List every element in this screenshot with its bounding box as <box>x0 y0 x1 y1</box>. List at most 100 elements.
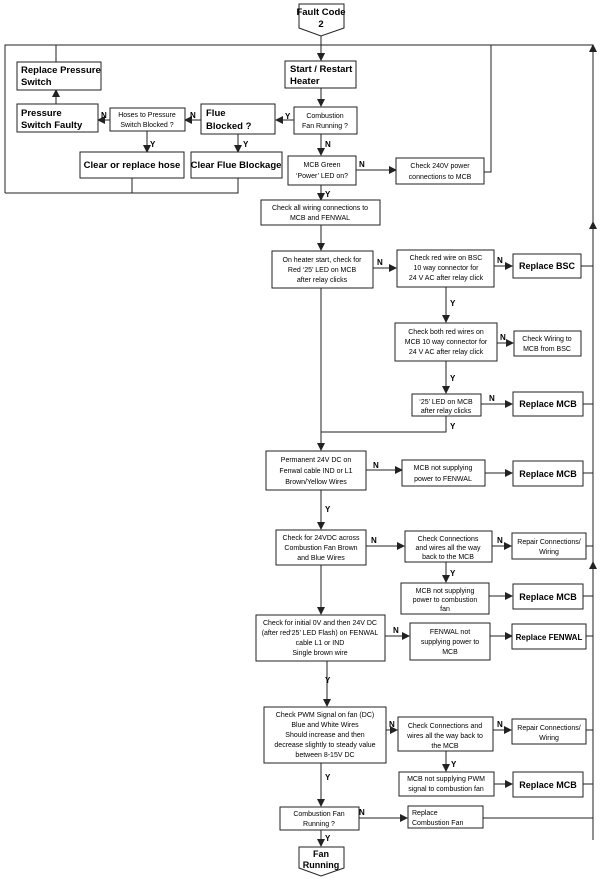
edge-label-n-both-wiring: N <box>500 333 506 342</box>
replace-mcb-node-2: Replace MCB <box>512 460 584 487</box>
fan-running-label-1: Fan <box>313 849 329 859</box>
check-wiring-bsc-node: Check Wiring to MCB from BSC <box>513 330 582 357</box>
24vdc-label-2: Combustion Fan Brown <box>284 545 357 552</box>
edge-label-n-red-bsc: N <box>497 256 503 265</box>
fenwal-not-supplying-node: FENWAL not supplying power to MCB <box>409 622 491 661</box>
start-label-2: Heater <box>290 76 320 87</box>
edge-label-n-24vdc: N <box>371 536 377 545</box>
check-wiring-label-2: MCB and FENWAL <box>290 215 350 222</box>
edge-label-y-conn2: Y <box>451 760 457 769</box>
check-connections-node-1: Check Connections and wires all the way … <box>404 530 493 563</box>
replace-ps-label-1: Replace Pressure <box>21 65 101 76</box>
edge-label-n-pwm: N <box>389 720 395 729</box>
mcb-not-fan-node: MCB not supplying power to combustion fa… <box>400 582 490 615</box>
red-wire-label-3: 24 V AC after relay click <box>409 275 484 282</box>
pwm-label-1: Check PWM Signal on fan (DC) <box>276 712 374 719</box>
replace-fan-label-1: Replace <box>412 810 438 817</box>
replace-fenwal-node: Replace FENWAL <box>511 623 587 650</box>
edge-label-n-comb-mcb: N <box>325 140 331 149</box>
replace-combustion-fan-node: Replace Combustion Fan <box>407 805 484 829</box>
permanent-24v-node: Permanent 24V DC on Fenwal cable IND or … <box>265 450 367 491</box>
fan-running-label-2: Running <box>303 860 340 870</box>
replace-mcb-label-1: Replace MCB <box>519 399 577 409</box>
repair1-label-2: Wiring <box>539 549 559 556</box>
repair2-label-2: Wiring <box>539 735 559 742</box>
fenwalnot-label-3: MCB <box>442 649 458 656</box>
notfan-label-1: MCB not supplying <box>416 588 475 595</box>
edge-label-n-perm: N <box>373 461 379 470</box>
ps-faulty-label-1: Pressure <box>21 108 62 119</box>
edge-label-y-hoses-clear: Y <box>150 140 156 149</box>
pressure-switch-faulty-node: Pressure Switch Faulty <box>16 103 99 133</box>
hoses-label-1: Hoses to Pressure <box>118 112 176 119</box>
mcb-not-fenwal-node: MCB not supplying power to FENWAL <box>401 459 486 487</box>
conn2-label-1: Check Connections and <box>408 723 482 730</box>
replace-mcb-node-3: Replace MCB <box>512 583 584 610</box>
both-red-label-2: MCB 10 way connector for <box>405 339 488 346</box>
fan-running-end-node: Fan Running <box>298 846 345 877</box>
edge-label-n-fan2: N <box>359 808 365 817</box>
notpwm-label-1: MCB not supplying PWM <box>407 776 485 783</box>
notfan-label-2: power to combustion <box>413 597 478 604</box>
combustion-fan-running-node-2: Combustion Fan Running ? <box>279 806 360 831</box>
heater-start-label-3: after relay clicks <box>297 277 348 284</box>
edge-label-y-comb-flue: Y <box>285 112 291 121</box>
replace-ps-label-2: Switch <box>21 77 52 88</box>
both-red-label-3: 24 V AC after relay click <box>409 349 484 356</box>
replace-mcb-label-3: Replace MCB <box>519 592 577 602</box>
edge-label-n-flue-hoses: N <box>190 111 196 120</box>
replace-pressure-switch-node: Replace Pressure Switch <box>16 61 102 91</box>
edge-led-yes <box>321 416 447 433</box>
edge-label-y-mcb-wiring: Y <box>325 190 331 199</box>
heater-start-label-2: Red ‘25’ LED on MCB <box>288 267 357 274</box>
flue-blocked-node: Flue Blocked ? <box>200 103 276 135</box>
wiring-bsc-label-2: MCB from BSC <box>523 346 571 353</box>
hoses-label-2: Switch Blocked ? <box>120 122 173 129</box>
pwm-label-5: between 8-15V DC <box>295 752 354 759</box>
red-wire-label-2: 10 way connector for <box>414 265 480 272</box>
repair-connections-node-1: Repair Connections/ Wiring <box>511 532 587 560</box>
pwm-label-4: decrease slightly to steady value <box>274 742 375 749</box>
conn1-label-1: Check Connections <box>418 536 479 543</box>
check-connections-node-2: Check Connections and wires all the way … <box>397 716 494 752</box>
fan2-label-2: Running ? <box>303 821 335 828</box>
comb-label-2: Fan Running ? <box>302 123 348 130</box>
notfan-label-3: fan <box>440 606 450 613</box>
notpwm-label-2: signal to combustion fan <box>408 786 484 793</box>
edge-label-n-conn2: N <box>497 720 503 729</box>
conn1-label-2: and wires all the way <box>416 545 481 552</box>
check-240-label-2: connections to MCB <box>409 174 472 181</box>
heater-start-label-1: On heater start, check for <box>283 257 363 264</box>
fault-code-label-2: 2 <box>318 19 323 30</box>
check-all-wiring-node: Check all wiring connections to MCB and … <box>260 199 381 226</box>
mcb-green-led-node: MCB Green ‘Power’ LED on? <box>287 155 357 186</box>
check-red-wire-bsc-node: Check red wire on BSC 10 way connector f… <box>396 249 495 288</box>
connectors <box>4 30 597 847</box>
edge-label-y-flue-clear: Y <box>243 140 249 149</box>
conn2-label-2: wires all the way back to <box>406 733 483 740</box>
replace-mcb-label-2: Replace MCB <box>519 469 577 479</box>
replace-bsc-label: Replace BSC <box>519 261 576 271</box>
check-240v-node: Check 240V power connections to MCB <box>395 157 485 185</box>
flue-label-2: Blocked ? <box>206 121 252 132</box>
fenwalnot-label-1: FENWAL not <box>430 629 470 636</box>
replace-bsc-node: Replace BSC <box>512 253 582 279</box>
replace-mcb-node-4: Replace MCB <box>512 771 584 798</box>
pwm-label-3: Should increase and then <box>285 732 364 739</box>
repair1-label-1: Repair Connections/ <box>517 539 580 546</box>
clear-flue-label: Clear Flue Blockage <box>191 160 282 171</box>
edge-label-n-conn1: N <box>497 536 503 545</box>
edge-label-y-pwm: Y <box>325 773 331 782</box>
perm-label-1: Permanent 24V DC on <box>281 457 352 464</box>
edge-label-y-perm: Y <box>325 505 331 514</box>
fan2-label-1: Combustion Fan <box>293 811 344 818</box>
initial-label-1: Check for initial 0V and then 24V DC <box>263 620 377 627</box>
edge-label-y-red-both: Y <box>450 299 456 308</box>
conn1-label-3: back to the MCB <box>422 554 474 561</box>
24vdc-label-3: and Blue Wires <box>297 555 345 562</box>
check-both-red-wires-node: Check both red wires on MCB 10 way conne… <box>394 322 498 362</box>
pwm-label-2: Blue and White Wires <box>291 722 359 729</box>
edge-240-return <box>484 45 492 173</box>
not-fenwal-label-1: MCB not supplying <box>414 465 473 472</box>
start-restart-heater-node: Start / Restart Heater <box>284 60 357 89</box>
